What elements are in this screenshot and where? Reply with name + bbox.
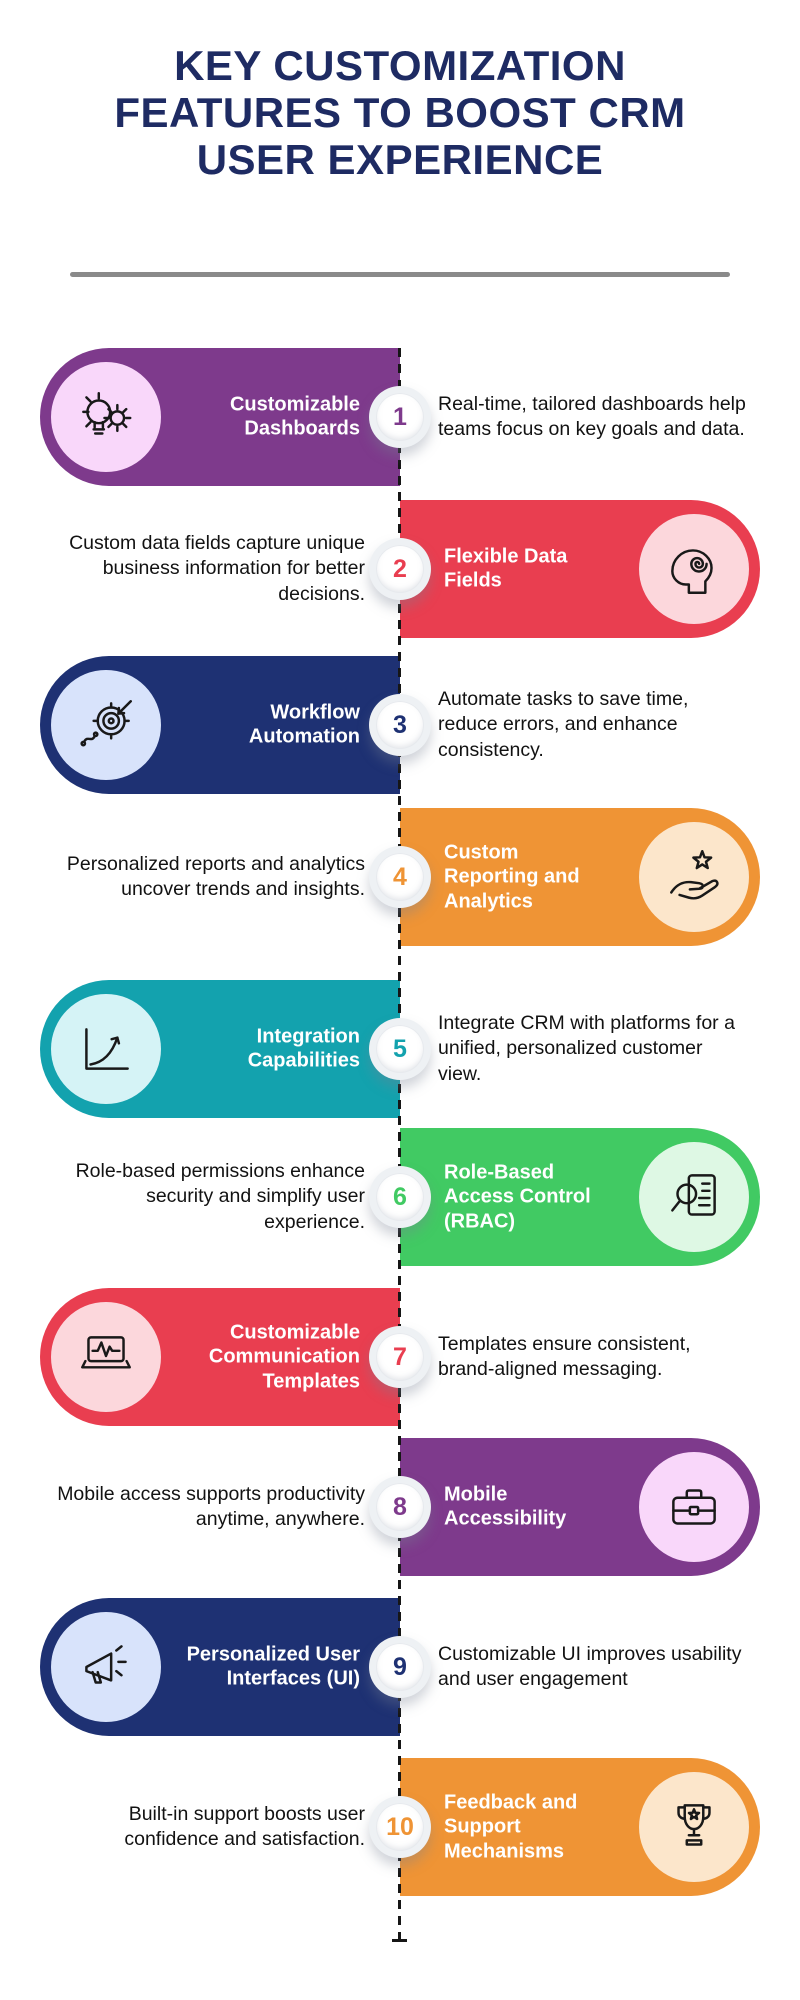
step-number-badge: 1 xyxy=(369,386,431,448)
title-line-1: KEY CUSTOMIZATION xyxy=(174,42,626,89)
feature-description: Mobile access supports productivity anyt… xyxy=(57,1482,365,1530)
feature-description: Personalized reports and analytics uncov… xyxy=(66,852,365,900)
laptop-pulse-icon xyxy=(51,1302,161,1412)
feature-label: Flexible Data Fields xyxy=(444,545,568,592)
step-number-badge: 3 xyxy=(369,694,431,756)
feature-label: Integration Capabilities xyxy=(247,1025,360,1072)
step-number-badge: 10 xyxy=(369,1796,431,1858)
feature-label: Custom Reporting and Analytics xyxy=(444,841,580,913)
feature-pill-integration-capabilities: Integration Capabilities xyxy=(40,980,400,1118)
feature-row-9: Personalized User Interfaces (UI) 9 Cust… xyxy=(0,1598,800,1736)
feature-pill-workflow-automation: Workflow Automation xyxy=(40,656,400,794)
step-number: 5 xyxy=(393,1034,407,1063)
feature-row-5: Integration Capabilities 5 Integrate CRM… xyxy=(0,980,800,1118)
step-number: 7 xyxy=(393,1342,407,1371)
step-number: 8 xyxy=(393,1492,407,1521)
hand-star-icon xyxy=(639,822,749,932)
feature-row-10: Feedback and Support Mechanisms 10 Built… xyxy=(0,1758,800,1896)
feature-pill-flexible-data-fields: Flexible Data Fields xyxy=(400,500,760,638)
step-number-badge: 9 xyxy=(369,1636,431,1698)
target-arrow-icon xyxy=(51,670,161,780)
growth-chart-icon xyxy=(51,994,161,1104)
feature-description: Real-time, tailored dashboards help team… xyxy=(438,392,746,440)
timeline-dashed-line xyxy=(392,348,407,1942)
megaphone-icon xyxy=(51,1612,161,1722)
bulb-gear-icon xyxy=(51,362,161,472)
title-line-3: USER EXPERIENCE xyxy=(196,136,604,184)
feature-label: Workflow Automation xyxy=(248,701,360,748)
briefcase-icon xyxy=(639,1452,749,1562)
feature-description: Custom data fields capture unique busine… xyxy=(69,531,365,605)
page-title: KEY CUSTOMIZATION FEATURES TO BOOST CRM … xyxy=(80,42,720,183)
feature-label: Mobile Accessibility xyxy=(444,1483,567,1530)
step-number: 10 xyxy=(386,1812,414,1841)
feature-row-2: Flexible Data Fields 2 Custom data field… xyxy=(0,500,800,638)
step-number: 4 xyxy=(393,862,407,891)
feature-pill-customizable-dashboards: Customizable Dashboards xyxy=(40,348,400,486)
feature-pill-mobile-accessibility: Mobile Accessibility xyxy=(400,1438,760,1576)
trophy-icon xyxy=(639,1772,749,1882)
step-number-badge: 6 xyxy=(369,1166,431,1228)
title-divider xyxy=(70,272,730,277)
feature-pill-custom-reporting: Custom Reporting and Analytics xyxy=(400,808,760,946)
feature-description: Automate tasks to save time, reduce erro… xyxy=(438,687,689,761)
feature-label: Customizable Communication Templates xyxy=(208,1321,360,1393)
step-number: 2 xyxy=(393,554,407,583)
feature-row-6: Role-Based Access Control (RBAC) 6 Role-… xyxy=(0,1128,800,1266)
step-number-badge: 4 xyxy=(369,846,431,908)
feature-row-3: Workflow Automation 3 Automate tasks to … xyxy=(0,656,800,794)
magnifier-document-icon xyxy=(639,1142,749,1252)
feature-description: Built-in support boosts user confidence … xyxy=(124,1802,365,1850)
mind-spiral-icon xyxy=(639,514,749,624)
feature-description: Integrate CRM with platforms for a unifi… xyxy=(438,1011,735,1085)
feature-label: Feedback and Support Mechanisms xyxy=(444,1791,578,1863)
title-line-2: FEATURES TO BOOST CRM xyxy=(114,89,686,137)
feature-row-4: Custom Reporting and Analytics 4 Persona… xyxy=(0,808,800,946)
feature-pill-personalized-ui: Personalized User Interfaces (UI) xyxy=(40,1598,400,1736)
feature-row-8: Mobile Accessibility 8 Mobile access sup… xyxy=(0,1438,800,1576)
step-number: 3 xyxy=(393,710,407,739)
step-number-badge: 8 xyxy=(369,1476,431,1538)
feature-label: Personalized User Interfaces (UI) xyxy=(186,1643,360,1690)
feature-pill-feedback-support: Feedback and Support Mechanisms xyxy=(400,1758,760,1896)
feature-description: Role-based permissions enhance security … xyxy=(75,1159,365,1233)
feature-pill-rbac: Role-Based Access Control (RBAC) xyxy=(400,1128,760,1266)
step-number: 9 xyxy=(393,1652,407,1681)
feature-label: Role-Based Access Control (RBAC) xyxy=(444,1161,591,1233)
feature-row-1: Customizable Dashboards 1 Real-time, tai… xyxy=(0,348,800,486)
feature-description: Customizable UI improves usability and u… xyxy=(438,1642,742,1690)
feature-description: Templates ensure consistent, brand-align… xyxy=(438,1332,691,1380)
feature-label: Customizable Dashboards xyxy=(229,393,360,440)
step-number: 6 xyxy=(393,1182,407,1211)
feature-pill-communication-templates: Customizable Communication Templates xyxy=(40,1288,400,1426)
step-number-badge: 7 xyxy=(369,1326,431,1388)
step-number-badge: 2 xyxy=(369,538,431,600)
step-number-badge: 5 xyxy=(369,1018,431,1080)
step-number: 1 xyxy=(393,402,407,431)
feature-row-7: Customizable Communication Templates 7 T… xyxy=(0,1288,800,1426)
